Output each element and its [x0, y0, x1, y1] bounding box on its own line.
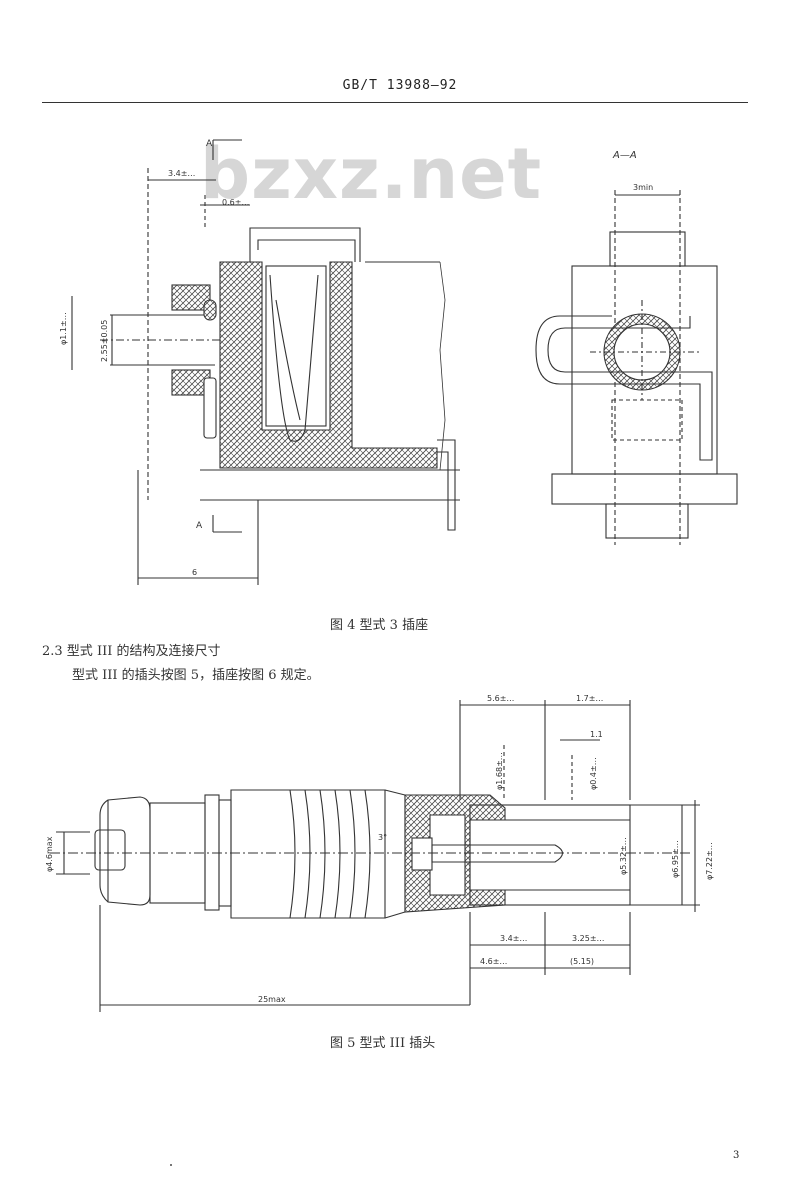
fig4-dim-6: 3min — [633, 183, 653, 192]
fig5-dim-9: φ7.22±… — [705, 842, 714, 880]
fig5-dim-6: φ4.6max — [45, 836, 54, 872]
fig5-dim-14: 25max — [258, 995, 286, 1004]
header-rule — [42, 102, 748, 103]
fig4-dim-1: 3.4±… — [168, 169, 195, 178]
fig5-dim-2: 1.7±… — [576, 694, 603, 703]
figure4-drawing — [71, 139, 738, 585]
scan-speck — [170, 1164, 172, 1166]
section-mark-top: A — [206, 139, 213, 149]
figure4-caption: 图 4 型式 3 插座 — [330, 618, 429, 633]
fig4-dim-5: 6 — [192, 568, 197, 577]
fig5-dim-12: 4.6±… — [480, 957, 507, 966]
page-number: 3 — [733, 1150, 740, 1161]
section-title: A—A — [612, 150, 637, 161]
fig4-dim-4: 2.55±0.05 — [100, 320, 109, 362]
fig5-dim-10: 3.4±… — [500, 934, 527, 943]
page-header: GB/T 13988—92 — [342, 78, 458, 93]
fig5-dim-5: φ0.4±… — [589, 757, 598, 790]
section-heading: 2.3 型式 III 的结构及连接尺寸 — [42, 644, 221, 659]
fig5-dim-8: φ6.95±… — [671, 840, 680, 878]
fig5-dim-13: (5.15) — [570, 957, 594, 966]
section-mark-bottom: A — [196, 521, 203, 531]
fig4-dim-2: 0.6±… — [222, 198, 249, 207]
fig4-dim-3: φ1.1±… — [59, 312, 68, 345]
fig5-dim-4: φ1.68±… — [495, 752, 504, 790]
figure5-caption: 图 5 型式 III 插头 — [330, 1036, 436, 1051]
section-text: 型式 III 的插头按图 5，插座按图 6 规定。 — [72, 668, 320, 683]
fig5-dim-7: φ5.32±… — [619, 837, 628, 875]
watermark: bzxz.net — [200, 133, 543, 215]
fig5-dim-11: 3.25±… — [572, 934, 605, 943]
fig5-dim-1: 5.6±… — [487, 694, 514, 703]
fig5-dim-3: 1.1 — [590, 730, 603, 739]
fig5-dim-15: 3° — [378, 833, 387, 842]
figure5-drawing — [50, 700, 700, 1012]
